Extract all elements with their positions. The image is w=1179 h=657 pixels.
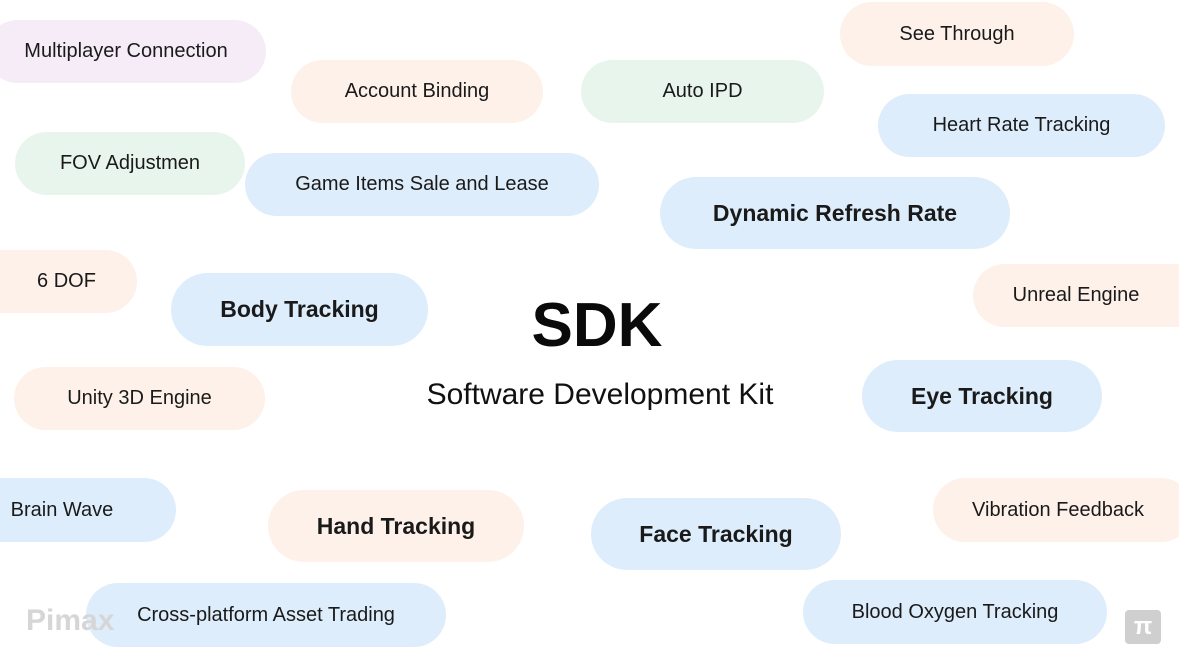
feature-fov-adjustment: FOV Adjustmen <box>15 132 245 195</box>
feature-game-items-sale: Game Items Sale and Lease <box>245 153 599 216</box>
feature-label: Multiplayer Connection <box>24 40 228 62</box>
feature-label: Face Tracking <box>639 520 793 547</box>
feature-label: Auto IPD <box>662 80 743 102</box>
feature-dynamic-refresh-rate: Dynamic Refresh Rate <box>660 177 1010 249</box>
feature-label: Account Binding <box>344 80 490 102</box>
slide-title: SDK <box>531 291 663 360</box>
feature-label: Game Items Sale and Lease <box>295 173 549 195</box>
feature-auto-ipd: Auto IPD <box>581 60 824 123</box>
feature-multiplayer-connection: Multiplayer Connection <box>0 20 266 83</box>
feature-eye-tracking: Eye Tracking <box>862 360 1102 432</box>
feature-label: 6 DOF <box>37 270 96 292</box>
feature-heart-rate-tracking: Heart Rate Tracking <box>878 94 1165 157</box>
feature-label: Cross-platform Asset Trading <box>137 603 395 626</box>
feature-unity-3d-engine: Unity 3D Engine <box>14 367 265 430</box>
feature-6dof: 6 DOF <box>0 250 137 313</box>
feature-account-binding: Account Binding <box>291 60 543 123</box>
feature-see-through: See Through <box>840 2 1074 66</box>
feature-label: Unreal Engine <box>1012 284 1140 306</box>
feature-face-tracking: Face Tracking <box>591 498 841 570</box>
feature-unreal-engine: Unreal Engine <box>973 264 1179 327</box>
feature-label: Brain Wave <box>10 498 114 521</box>
feature-blood-oxygen-tracking: Blood Oxygen Tracking <box>803 580 1107 644</box>
feature-vibration-feedback: Vibration Feedback <box>933 478 1179 542</box>
feature-body-tracking: Body Tracking <box>171 273 428 346</box>
feature-brain-wave: Brain Wave <box>0 478 176 542</box>
feature-label: Heart Rate Tracking <box>932 114 1111 136</box>
feature-label: See Through <box>899 22 1015 45</box>
feature-label: Unity 3D Engine <box>67 387 212 409</box>
feature-label: FOV Adjustmen <box>59 152 201 174</box>
feature-label: Eye Tracking <box>911 382 1053 409</box>
pi-logo-icon: π <box>1125 610 1161 644</box>
feature-label: Vibration Feedback <box>972 498 1144 521</box>
feature-label: Dynamic Refresh Rate <box>712 199 958 226</box>
pimax-watermark: Pimax <box>26 604 115 637</box>
feature-label: Body Tracking <box>220 296 379 322</box>
feature-cross-platform-asset-trading: Cross-platform Asset Trading <box>86 583 446 647</box>
feature-label: Blood Oxygen Tracking <box>851 600 1059 623</box>
feature-hand-tracking: Hand Tracking <box>268 490 524 562</box>
slide-subtitle: Software Development Kit <box>426 378 774 411</box>
feature-label: Hand Tracking <box>316 512 476 539</box>
